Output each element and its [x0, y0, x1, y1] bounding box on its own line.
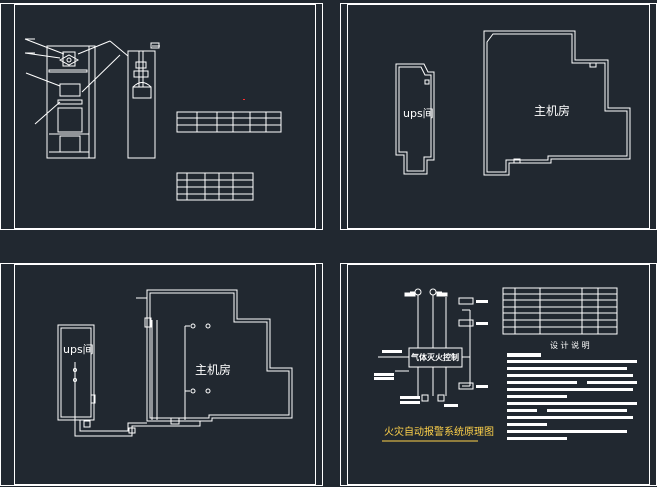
sheet-2-frame [340, 3, 657, 230]
sheet-3-inner-frame [14, 264, 316, 485]
sheet2-ups-room-label: ups间 [403, 107, 434, 120]
system-detectors [404, 288, 448, 348]
wiring-connection-lines [74, 415, 201, 437]
controller-label: 气体灭火控制 [411, 353, 459, 362]
wiring-ups-room [57, 324, 96, 421]
sheet2-main-room-label: 主机房 [534, 104, 571, 118]
red-marker [243, 99, 245, 100]
detail-table-2 [176, 172, 254, 201]
sheet-1-frame [0, 3, 323, 230]
sheet3-main-room-label: 主机房 [195, 363, 232, 377]
device-legend-table [502, 287, 618, 335]
notes-title: 设 计 说 明 [550, 341, 590, 350]
sheet-1-inner-frame [14, 4, 316, 229]
sheet-3-frame [0, 263, 323, 486]
sheet-2-inner-frame [347, 4, 650, 229]
sheet3-ups-room-label: ups间 [63, 343, 94, 356]
main-room-outline [483, 30, 631, 176]
drawing-title: 火灾自动报警系统原理图 [384, 427, 494, 438]
gas-cabinet-side-view [109, 40, 160, 159]
design-notes-text [507, 353, 637, 440]
gas-cabinet-front-view [24, 38, 121, 159]
ups-room-outline [395, 63, 435, 175]
wiring-main-room [136, 289, 293, 425]
detail-table-1 [176, 111, 282, 133]
system-controller [378, 297, 474, 402]
sheet-4-inner-frame [347, 264, 650, 485]
system-text-blocks-left [374, 300, 488, 407]
